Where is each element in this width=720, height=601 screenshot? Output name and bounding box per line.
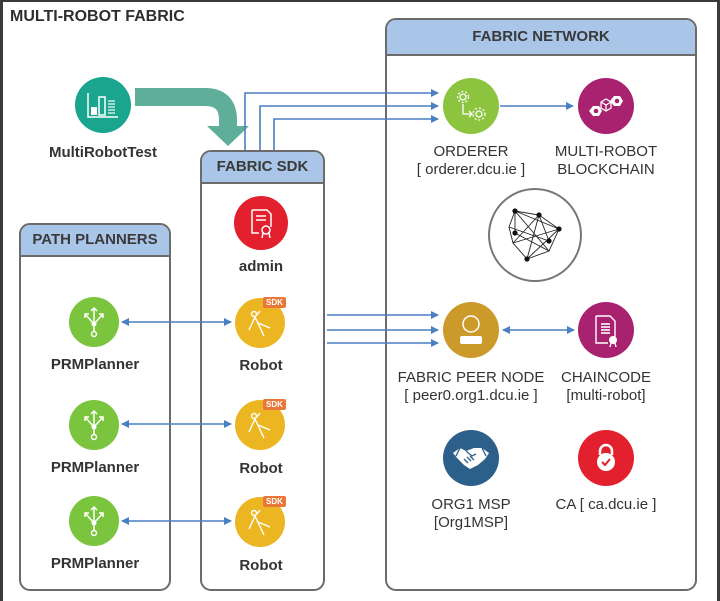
hyperledger-logo xyxy=(488,188,582,282)
peer-node[interactable] xyxy=(443,302,499,358)
flow-arrowhead xyxy=(207,126,249,146)
robot-label: Robot xyxy=(239,557,283,574)
msp-label: ORG1 MSP xyxy=(431,496,511,513)
fork-arrows-icon xyxy=(84,505,104,537)
peer-sublabel: [ peer0.org1.dcu.ie ] xyxy=(404,387,538,404)
sdk-badge: SDK xyxy=(263,297,286,308)
sdk-badge: SDK xyxy=(263,496,286,507)
admin-label: admin xyxy=(238,258,284,275)
chaincode-label: CHAINCODE xyxy=(560,369,652,386)
bar-chart-icon xyxy=(87,93,118,118)
fabric-network-header: FABRIC NETWORK xyxy=(387,20,695,56)
robot-label: Robot xyxy=(239,460,283,477)
sdk-badge: SDK xyxy=(263,399,286,410)
planner-label: PRMPlanner xyxy=(50,555,140,572)
gears-icon xyxy=(456,90,486,121)
lock-check-icon xyxy=(597,443,615,471)
blockchain-sublabel: BLOCKCHAIN xyxy=(557,161,655,178)
path-planners-header: PATH PLANNERS xyxy=(21,225,169,257)
blockchain-label: MULTI-ROBOT xyxy=(554,143,658,160)
diagram-title: MULTI-ROBOT FABRIC xyxy=(10,8,185,25)
flow-arrow-test-to-sdk xyxy=(135,88,237,128)
contract-icon xyxy=(595,315,617,347)
orderer-node[interactable] xyxy=(443,78,499,134)
blockchain-node[interactable] xyxy=(578,78,634,134)
orderer-sublabel: [ orderer.dcu.ie ] xyxy=(416,161,526,178)
compass-icon xyxy=(248,509,271,536)
msp-node[interactable] xyxy=(443,430,499,486)
ca-node[interactable] xyxy=(578,430,634,486)
robot-circle[interactable] xyxy=(235,497,285,547)
ca-label: CA [ ca.dcu.ie ] xyxy=(555,496,657,513)
hyperledger-logo-icon xyxy=(508,208,562,262)
connector-sdk-orderer-3 xyxy=(273,115,439,150)
connector-sdk-orderer-2 xyxy=(259,102,439,150)
planner-label: PRMPlanner xyxy=(50,356,140,373)
handshake-icon xyxy=(453,447,489,469)
user-icon xyxy=(460,315,482,344)
admin-node[interactable] xyxy=(234,196,288,250)
planner-circle[interactable] xyxy=(69,297,119,347)
orderer-label: ORDERER xyxy=(433,143,509,160)
fork-arrows-icon xyxy=(84,306,104,338)
planner-circle[interactable] xyxy=(69,400,119,450)
msp-sublabel: [Org1MSP] xyxy=(433,514,509,531)
blockchain-icon xyxy=(589,96,623,116)
planner-circle[interactable] xyxy=(69,496,119,546)
multirobottest-label: MultiRobotTest xyxy=(48,144,158,161)
robot-label: Robot xyxy=(239,357,283,374)
compass-icon xyxy=(248,310,271,337)
peer-label: FABRIC PEER NODE xyxy=(397,369,545,386)
fabric-sdk-header: FABRIC SDK xyxy=(202,152,323,184)
multirobottest-node[interactable] xyxy=(75,77,131,133)
connector-sdk-orderer-1 xyxy=(244,89,439,150)
certificate-icon xyxy=(251,209,272,239)
fabric-network-panel: FABRIC NETWORK xyxy=(385,18,697,591)
fork-arrows-icon xyxy=(84,409,104,441)
compass-icon xyxy=(248,412,271,439)
chaincode-node[interactable] xyxy=(578,302,634,358)
chaincode-sublabel: [multi-robot] xyxy=(566,387,646,404)
planner-label: PRMPlanner xyxy=(50,459,140,476)
